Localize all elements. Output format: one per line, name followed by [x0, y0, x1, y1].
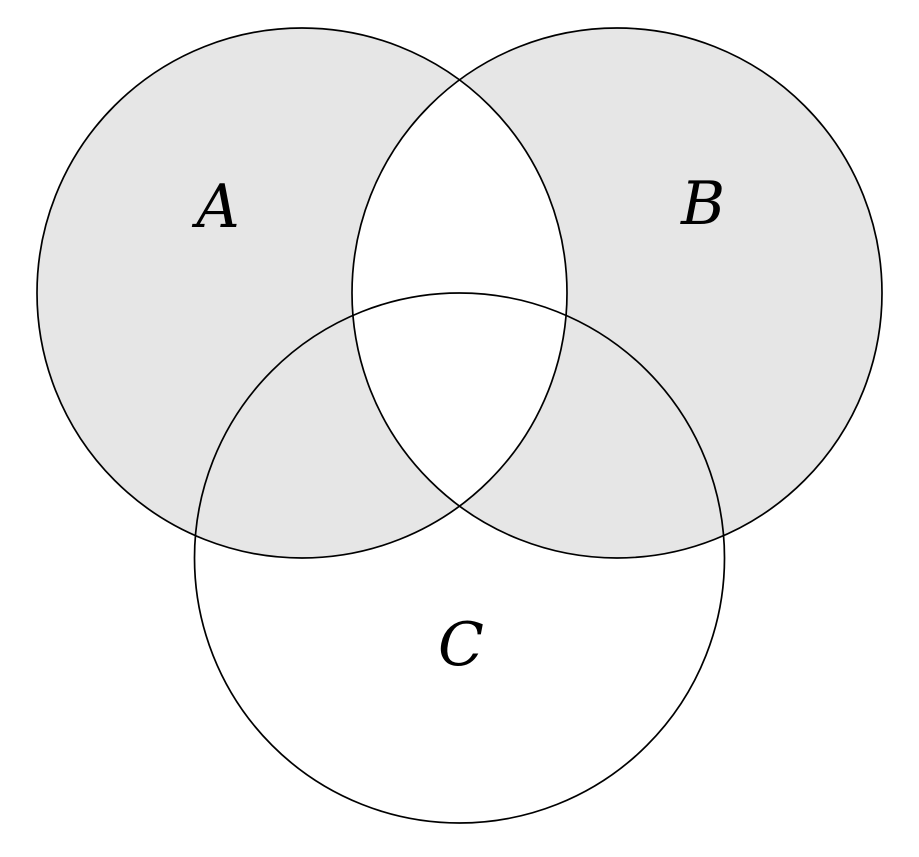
circle-b-outline	[351, 27, 883, 559]
set-label-b: B	[680, 169, 725, 239]
circle-c-outline	[193, 292, 726, 824]
set-label-c: C	[438, 610, 484, 680]
circle-a-outline	[36, 27, 568, 559]
shaded-region-a-sym-diff-b	[37, 28, 882, 558]
set-label-a: A	[191, 172, 239, 242]
